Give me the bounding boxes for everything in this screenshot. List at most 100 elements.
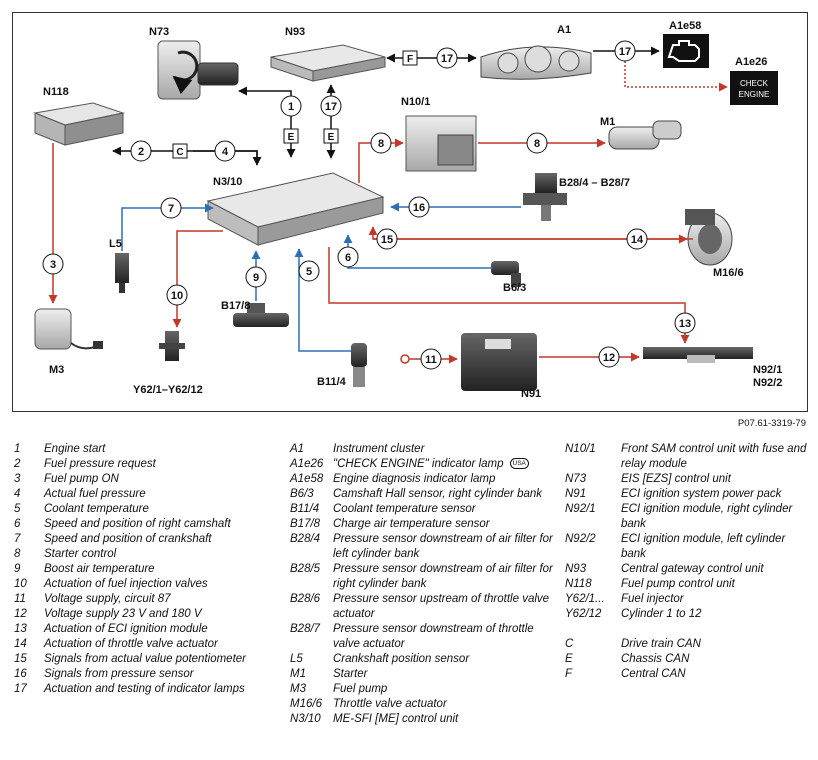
- legend-text: Boost air temperature: [44, 563, 155, 575]
- svg-text:3: 3: [50, 259, 56, 271]
- svg-text:17: 17: [619, 46, 631, 58]
- legend-key: N92/2: [565, 533, 596, 545]
- label-n91: N91: [521, 388, 541, 400]
- svg-text:11: 11: [425, 354, 437, 366]
- connection-8-right: 8: [526, 132, 548, 154]
- connection-5: 5: [298, 260, 320, 282]
- legend-text: Drive train CAN: [621, 638, 701, 650]
- b17-8-charge-air-sensor: [233, 303, 289, 327]
- legend-key: 15: [14, 653, 27, 665]
- connection-4: 4: [214, 140, 236, 162]
- connection-16: 16: [408, 196, 430, 218]
- legend-key: 6: [14, 518, 21, 530]
- svg-text:16: 16: [413, 202, 425, 214]
- n10-1-sam-module: [405, 115, 477, 172]
- legend-text: Chassis CAN: [621, 653, 690, 665]
- legend-component-item: A1e58 Engine diagnosis indicator lamp: [290, 472, 555, 487]
- legend-key: 17: [14, 683, 27, 695]
- legend-key: N92/1: [565, 503, 596, 515]
- legend-component-item: N92/1 ECI ignition module, right cylinder…: [565, 502, 810, 532]
- system-diagram: CHECK ENGINE: [12, 12, 808, 412]
- legend-key: N3/10: [290, 713, 321, 725]
- bus-label-c: C: [172, 143, 188, 159]
- legend-key: 14: [14, 638, 27, 650]
- legend-key: N10/1: [565, 443, 596, 455]
- legend-key: B28/5: [290, 563, 321, 575]
- connection-13: 13: [674, 312, 696, 334]
- label-m16-6: M16/6: [713, 267, 744, 279]
- legend-text: Central gateway control unit: [621, 563, 764, 575]
- legend-text: Cylinder 1 to 12: [621, 608, 702, 620]
- legend-key: N73: [565, 473, 587, 485]
- n3-10-me-control-unit: [206, 172, 385, 246]
- legend-text: Fuel pump control unit: [621, 578, 735, 590]
- legend-key: B11/4: [290, 503, 320, 515]
- legend-key: 13: [14, 623, 27, 635]
- svg-text:ENGINE: ENGINE: [739, 90, 770, 99]
- a1-instrument-cluster: [480, 45, 592, 80]
- legend-text: Starter: [333, 668, 368, 680]
- legend-text: Speed and position of crankshaft: [44, 533, 212, 545]
- svg-text:13: 13: [679, 318, 691, 330]
- legend-text: Charge air temperature sensor: [333, 518, 490, 530]
- legend-key: N118: [565, 578, 592, 590]
- l5-crankshaft-sensor: [115, 253, 129, 293]
- legend-text: Pressure sensor downstream of throttle v…: [333, 623, 534, 650]
- connection-14: 14: [626, 228, 648, 250]
- label-a1e58: A1e58: [669, 20, 701, 32]
- legend-key: 3: [14, 473, 21, 485]
- legend-text: ECI ignition module, right cylinder bank: [621, 503, 793, 530]
- legend-text: Crankshaft position sensor: [333, 653, 470, 665]
- label-n3-10: N3/10: [213, 176, 242, 188]
- legend-text: Engine diagnosis indicator lamp: [333, 473, 496, 485]
- connection-9: 9: [245, 266, 267, 288]
- legend-text: Fuel pressure request: [44, 458, 156, 470]
- n73-ignition-switch: [157, 40, 239, 100]
- n93-gateway-module: [270, 44, 386, 82]
- legend-component-item: N118 Fuel pump control unit: [565, 577, 810, 592]
- legend-key: M1: [290, 668, 306, 680]
- diagram-canvas: CHECK ENGINE: [33, 20, 782, 400]
- legend-text: Pressure sensor upstream of throttle val…: [333, 593, 550, 620]
- svg-text:12: 12: [603, 352, 615, 364]
- b11-4-coolant-sensor: [351, 343, 367, 387]
- legend-text: Actuation of fuel injection valves: [44, 578, 208, 590]
- legend-text: Instrument cluster: [333, 443, 425, 455]
- legend-key: 5: [14, 503, 21, 515]
- connection-17-top: 17: [436, 47, 458, 69]
- legend-spacer: [565, 622, 810, 637]
- legend-key: A1e26: [290, 458, 324, 470]
- legend-key: A1e58: [290, 473, 324, 485]
- svg-text:1: 1: [288, 101, 294, 113]
- legend-key: B28/6: [290, 593, 321, 605]
- svg-text:2: 2: [138, 146, 144, 158]
- n118-fuel-pump-control-unit: [33, 102, 125, 146]
- label-b6-3: B6/3: [503, 282, 526, 294]
- y62-fuel-injector: [159, 331, 185, 361]
- svg-text:8: 8: [534, 138, 540, 150]
- bus-label-e-right: E: [323, 128, 339, 144]
- label-b17-8: B17/8: [221, 300, 250, 312]
- legend-text: Starter control: [44, 548, 117, 560]
- label-y62: Y62/1–Y62/12: [133, 384, 203, 396]
- connection-1: 1: [280, 95, 302, 117]
- svg-text:8: 8: [378, 138, 384, 150]
- m3-fuel-pump: [34, 308, 103, 350]
- legend-text: Actuation of throttle valve actuator: [44, 638, 218, 650]
